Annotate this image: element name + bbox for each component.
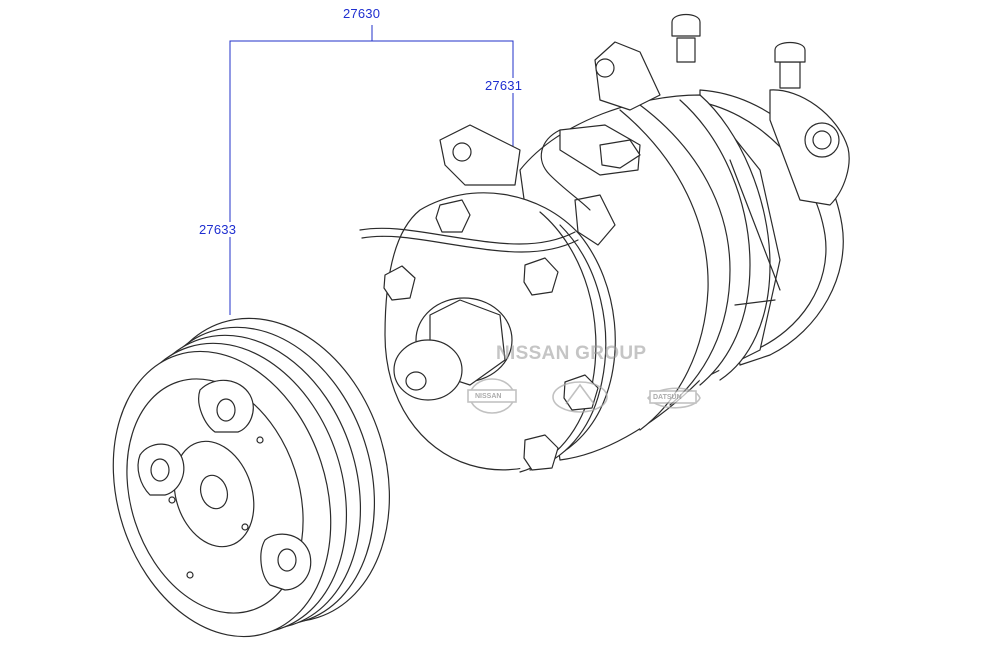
- callout-27630[interactable]: 27630: [343, 6, 381, 21]
- datsun-logo: [646, 387, 701, 409]
- compressor-drawing: [359, 13, 850, 473]
- clutch-pulley-drawing: [112, 317, 390, 638]
- watermark-text: NISSAN GROUP: [496, 343, 647, 364]
- callout-27631[interactable]: 27631: [483, 78, 525, 93]
- watermark-datsun-label: DATSUN: [653, 394, 682, 401]
- infiniti-logo: [552, 381, 608, 413]
- watermark-nissan-label: NISSAN: [475, 393, 502, 400]
- leader-lines: [229, 25, 514, 315]
- nissan-logo: [467, 378, 517, 414]
- callout-27633[interactable]: 27633: [197, 222, 239, 237]
- watermark-logos: [467, 378, 701, 414]
